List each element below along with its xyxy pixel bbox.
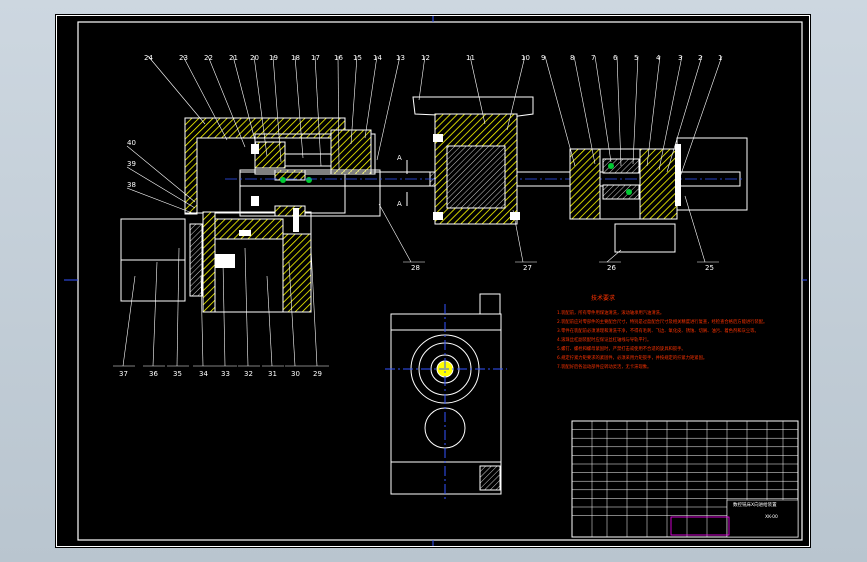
note-line: 1.装配前，所有零件用煤油清洗，滚动轴承用汽油清洗。 xyxy=(557,309,664,316)
balloon-label: 27 xyxy=(523,264,532,272)
balloon-label: 6 xyxy=(613,54,618,62)
balloon-label: 23 xyxy=(179,54,188,62)
balloon-label: 28 xyxy=(411,264,420,272)
parts-list: 数控铣床X向进给装置 XK-00 xyxy=(571,420,799,538)
balloon-label: 39 xyxy=(127,160,136,168)
balloon-label: 11 xyxy=(466,54,475,62)
balloon-label: 29 xyxy=(313,370,322,378)
balloon-label: 25 xyxy=(705,264,714,272)
right-bearing-housing xyxy=(569,137,748,253)
technical-notes: 技术要求 1.装配前，所有零件用煤油清洗，滚动轴承用汽油清洗。 2.装配前应对零部… xyxy=(557,294,767,370)
note-line: 4.滚珠丝杠副装配时应保证丝杠轴线与导轨平行。 xyxy=(557,336,651,343)
title-block-drawing-number: XK-00 xyxy=(765,514,778,520)
balloon-label: 24 xyxy=(144,54,153,62)
note-line: 2.装配前应对零部件的主要配合尺寸，特别是过盈配合尺寸及相关精度进行复查，经检查… xyxy=(557,318,767,325)
balloon-label: 5 xyxy=(634,54,638,62)
balloon-label: 18 xyxy=(291,54,300,62)
balloon-label: 7 xyxy=(591,54,595,62)
balloon-label: 2 xyxy=(698,54,702,62)
section-markers: A A xyxy=(397,154,408,208)
side-view xyxy=(385,293,507,500)
balloon-label: 34 xyxy=(199,370,208,378)
balloon-label: 33 xyxy=(221,370,230,378)
nut-block xyxy=(412,96,534,225)
left-housing xyxy=(120,117,381,313)
balloon-label: 31 xyxy=(268,370,277,378)
title-block-drawing-title: 数控铣床X向进给装置 xyxy=(733,501,777,508)
balloon-label: 35 xyxy=(173,370,182,378)
balloon-label: 21 xyxy=(229,54,238,62)
notes-title: 技术要求 xyxy=(591,294,615,302)
outer-border xyxy=(56,15,810,547)
balloon-label: 30 xyxy=(291,370,300,378)
balloon-label: 4 xyxy=(656,54,661,62)
note-line: 6.规定拧紧力矩要求的紧固件，必须采用力矩扳手，并按规定的拧紧力矩紧固。 xyxy=(557,354,707,361)
balloon-label: 36 xyxy=(149,370,158,378)
balloon-label: 26 xyxy=(607,264,616,272)
balloon-label: 10 xyxy=(521,54,530,62)
balloon-label: 15 xyxy=(353,54,362,62)
note-line: 7.装配好后各运动部件应转动灵活，无卡滞现象。 xyxy=(557,363,651,370)
note-line: 5.螺钉、螺栓和螺母紧固时，严禁打击或使用不合适的旋具和扳手。 xyxy=(557,345,686,352)
balloon-label: 22 xyxy=(204,54,213,62)
balloon-label: 8 xyxy=(570,54,574,62)
note-line: 3.零件在装配前必须清理和清洗干净，不得有毛刺、飞边、氧化皮、锈蚀、切屑、油污、… xyxy=(557,327,759,334)
balloon-label: 14 xyxy=(373,54,382,62)
balloon-label: 38 xyxy=(127,181,136,189)
balloon-label: 37 xyxy=(119,370,128,378)
section-mark-bottom: A xyxy=(397,200,402,208)
balloon-label: 40 xyxy=(127,139,136,147)
balloon-label: 20 xyxy=(250,54,259,62)
balloon-label: 3 xyxy=(678,54,682,62)
balloon-label: 12 xyxy=(421,54,430,62)
assembly-drawing: A A 242322212019181716151413121110987654… xyxy=(56,15,810,547)
balloon-label: 1 xyxy=(718,54,722,62)
balloon-label: 17 xyxy=(311,54,320,62)
balloon-label: 16 xyxy=(334,54,343,62)
section-mark-top: A xyxy=(397,154,402,162)
balloon-label: 32 xyxy=(244,370,253,378)
balloon-label: 19 xyxy=(269,54,278,62)
balloon-label: 9 xyxy=(541,54,545,62)
inner-border xyxy=(77,21,803,541)
balloon-label: 13 xyxy=(396,54,405,62)
